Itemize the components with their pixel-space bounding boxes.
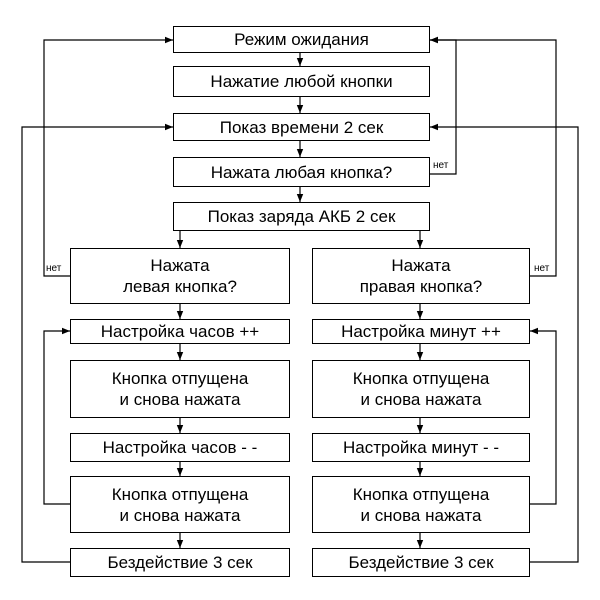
- arrow-right-no-to-standby: [430, 36, 557, 277]
- any-key-no-label: нет: [433, 160, 449, 171]
- arrow-right-idle-to-time: [430, 123, 579, 563]
- standby-box: Режим ожидания: [173, 26, 430, 53]
- arrow-left-release-loop: [43, 327, 70, 505]
- right-idle-box: Бездействие 3 сек: [312, 548, 530, 577]
- arrow-anykey-no-to-standby: [430, 36, 457, 175]
- left-release-box-2: Кнопка отпущена и снова нажата: [70, 476, 290, 533]
- right-no-label: нет: [534, 263, 550, 274]
- left-key-question-box: Нажата левая кнопка?: [70, 248, 290, 304]
- arrow-left-idle-to-time: [21, 123, 173, 563]
- left-idle-box: Бездействие 3 сек: [70, 548, 290, 577]
- arrow-left-no-to-standby: [43, 36, 173, 277]
- hours-plus-box: Настройка часов ++: [70, 319, 290, 344]
- right-release-box-1: Кнопка отпущена и снова нажата: [312, 360, 530, 418]
- right-key-question-box: Нажата правая кнопка?: [312, 248, 530, 304]
- left-no-label: нет: [46, 263, 62, 274]
- minutes-plus-box: Настройка минут ++: [312, 319, 530, 344]
- any-key-press-box: Нажатие любой кнопки: [173, 66, 430, 97]
- any-key-pressed-question-box: Нажата любая кнопка?: [173, 157, 430, 187]
- arrow-right-release-loop: [530, 327, 557, 505]
- right-release-box-2: Кнопка отпущена и снова нажата: [312, 476, 530, 533]
- show-time-box: Показ времени 2 сек: [173, 113, 430, 141]
- minutes-minus-box: Настройка минут - -: [312, 433, 530, 462]
- show-battery-box: Показ заряда АКБ 2 сек: [173, 202, 430, 231]
- hours-minus-box: Настройка часов - -: [70, 433, 290, 462]
- left-release-box-1: Кнопка отпущена и снова нажата: [70, 360, 290, 418]
